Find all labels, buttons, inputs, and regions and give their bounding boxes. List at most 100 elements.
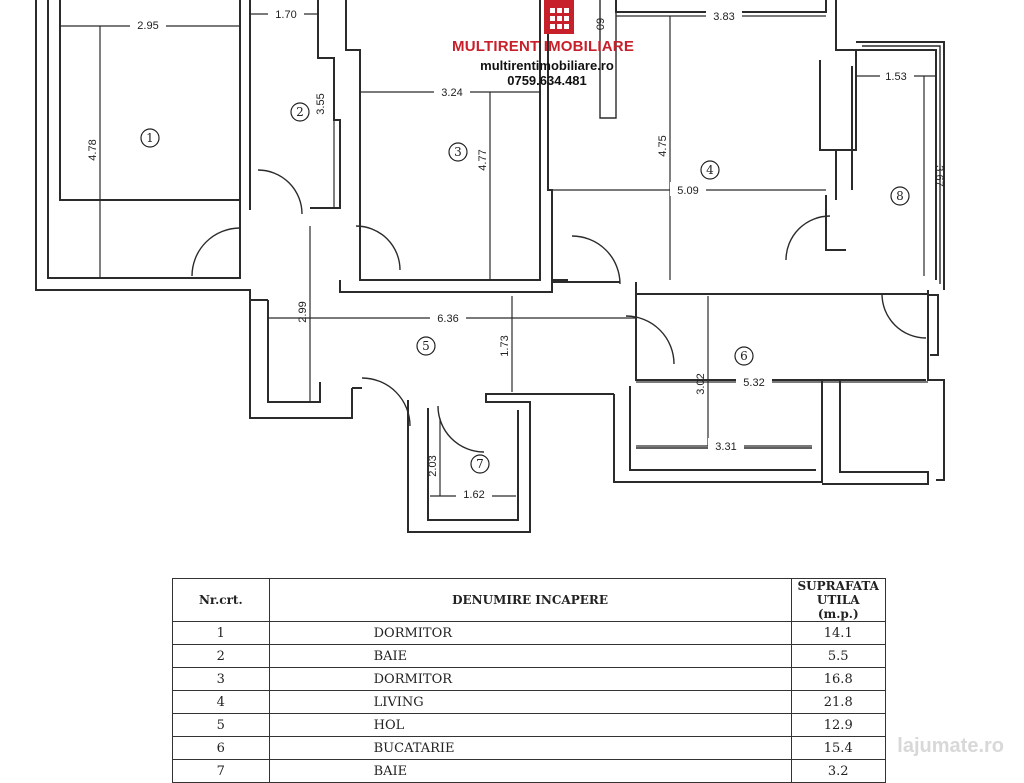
dim-label: 4.75: [657, 135, 669, 156]
dim-label: 1.53: [885, 71, 906, 83]
building-logo-icon: [544, 0, 574, 34]
row-area: 21.8: [790, 690, 886, 714]
wall-column: [819, 60, 836, 151]
wall-balcony-inner: [856, 49, 937, 280]
wall-room3-left: [345, 0, 361, 210]
table-row: 2 BAIE 5.5: [172, 644, 886, 668]
wall-window-right: [928, 294, 939, 356]
dim-label: 5.09: [677, 185, 698, 197]
row-name: DORMITOR: [268, 621, 792, 645]
brand-website: multirentimobiliare.ro: [480, 58, 614, 73]
row-nr: 1: [172, 621, 270, 645]
room-marker: [140, 128, 160, 148]
row-nr: 4: [172, 690, 270, 714]
dim-label: 4.78: [87, 139, 99, 160]
wall-hall-left-inner: [267, 300, 321, 403]
row-nr: 2: [172, 644, 270, 668]
room-number: 4: [706, 163, 714, 177]
dim-label: 3.24: [441, 87, 462, 99]
table-row: 1 DORMITOR 14.1: [172, 621, 886, 645]
room-marker: [700, 160, 720, 180]
row-area: 16.8: [790, 667, 886, 691]
wall-hall-left-outer: [249, 300, 353, 419]
wall-room8-left: [825, 195, 846, 251]
rooms-table: Nr.crt. DENUMIRE INCAPERE SUPRAFATA UTIL…: [172, 578, 886, 783]
wall-kitchen-storage: [822, 380, 929, 485]
wall-kitchen-top: [635, 282, 929, 295]
room-marker: [448, 142, 468, 162]
door-room2: [257, 169, 303, 215]
dim-label: 09: [595, 18, 607, 30]
wall-shaft: [599, 0, 617, 119]
room-marker: [290, 102, 310, 122]
dimension-labels: 2.95 1.70 3.83 3.55 3.24 4.78 4.77 4.75 …: [87, 7, 945, 501]
dim-label: 1.62: [463, 489, 484, 501]
dim-label: 2.95: [137, 20, 158, 32]
wall-bath7-outer: [407, 393, 614, 533]
door-room8: [785, 215, 831, 261]
room-marker: [890, 186, 910, 206]
room-marker: [416, 336, 436, 356]
row-area: 15.4: [790, 736, 886, 760]
row-name: BAIE: [268, 759, 792, 783]
dim-label: 3.83: [713, 11, 734, 23]
table-row: 3 DORMITOR 16.8: [172, 667, 886, 691]
header-area: SUPRAFATA UTILA (m.p.): [790, 578, 886, 622]
wall-bath7-inner: [427, 408, 519, 521]
table-row: 5 HOL 12.9: [172, 713, 886, 737]
row-area: 5.5: [790, 644, 886, 668]
room-number: 3: [454, 145, 462, 159]
room-number: 6: [740, 349, 748, 363]
watermark: lajumate.ro: [897, 735, 1004, 757]
room-marker: [734, 346, 754, 366]
table-row: 4 LIVING 21.8: [172, 690, 886, 714]
room-number: 1: [146, 131, 154, 145]
door-room3: [355, 225, 401, 271]
row-nr: 6: [172, 736, 270, 760]
row-nr: 5: [172, 713, 270, 737]
dim-label: 3.55: [315, 93, 327, 114]
table-header-row: Nr.crt. DENUMIRE INCAPERE SUPRAFATA UTIL…: [172, 578, 886, 622]
door-balcony: [881, 293, 927, 339]
wall-balcony-outer: [856, 41, 945, 290]
row-name: BUCATARIE: [268, 736, 792, 760]
floor-plan: 2.95 1.70 3.83 3.55 3.24 4.78 4.77 4.75 …: [35, 0, 945, 533]
wall-kitchen-inner: [629, 386, 816, 471]
room-number: 2: [296, 105, 304, 119]
wall-kitchen-mid: [635, 294, 926, 381]
door-room4: [571, 235, 621, 285]
table-row: 7 BAIE 3.2: [172, 759, 886, 783]
room-number: 5: [422, 339, 430, 353]
row-area: 12.9: [790, 713, 886, 737]
dim-label: 4.77: [477, 149, 489, 170]
row-name: LIVING: [268, 690, 792, 714]
room-numbers: 1 2 3 4 5 6 7 8: [140, 102, 910, 474]
dim-label: 2.99: [297, 301, 309, 322]
dim-label: 3.31: [715, 441, 736, 453]
dim-label: 2.03: [427, 455, 439, 476]
wall-kitchen-right: [927, 290, 945, 481]
row-name: BAIE: [268, 644, 792, 668]
walls: [35, 0, 945, 533]
wall-kitchen-left: [613, 380, 823, 483]
wall-room4-right: [835, 0, 857, 200]
brand-name: MULTIRENT IMOBILIARE: [452, 38, 635, 55]
room-number: 7: [476, 457, 484, 471]
door-kitchen: [625, 315, 675, 365]
header-name: DENUMIRE INCAPERE: [268, 578, 792, 622]
brand-phone: 0759.634.481: [507, 73, 587, 88]
wall-balcony-mid: [862, 45, 941, 284]
dim-label: 1.73: [499, 335, 511, 356]
dim-label: 3.02: [695, 373, 707, 394]
room-number: 8: [896, 189, 904, 203]
row-area: 3.2: [790, 759, 886, 783]
door-bath7: [437, 405, 485, 453]
doors: [191, 169, 927, 453]
dim-label: 3.67: [933, 165, 945, 186]
wall-outer-left: [35, 0, 268, 301]
row-nr: 7: [172, 759, 270, 783]
row-name: DORMITOR: [268, 667, 792, 691]
dim-label: 6.36: [437, 313, 458, 325]
row-nr: 3: [172, 667, 270, 691]
table-row: 6 BUCATARIE 15.4: [172, 736, 886, 760]
